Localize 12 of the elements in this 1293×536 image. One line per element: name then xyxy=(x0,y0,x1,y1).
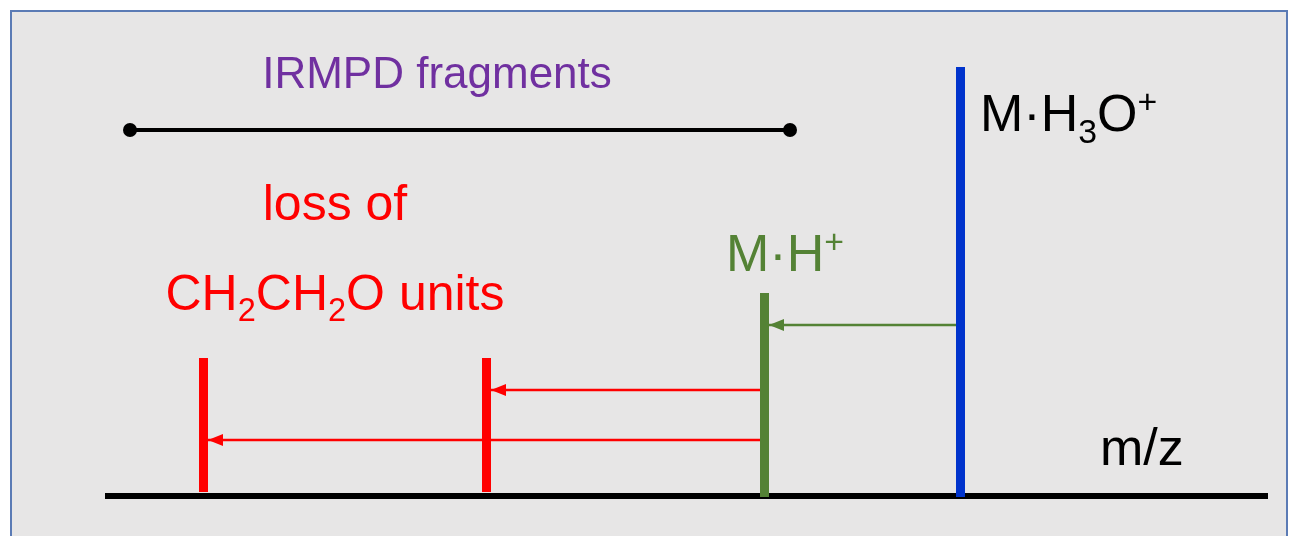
arrow xyxy=(491,384,760,396)
heading-label: IRMPD fragments xyxy=(262,48,612,99)
arrow xyxy=(769,319,956,331)
axis-label: m/z xyxy=(1100,418,1184,478)
peak-label: M·H$^{+}$ xyxy=(726,222,844,285)
arrow xyxy=(208,434,760,446)
peak-bar xyxy=(482,358,491,492)
peak-label: M·H$_{3}$O$^{+}$ xyxy=(980,82,1158,151)
peak-bar xyxy=(199,358,208,492)
peak-bar xyxy=(760,293,769,497)
annotation-label: loss of CH$_{2}$CH$_{2}$O units xyxy=(164,174,506,330)
peak-bar xyxy=(956,67,965,497)
